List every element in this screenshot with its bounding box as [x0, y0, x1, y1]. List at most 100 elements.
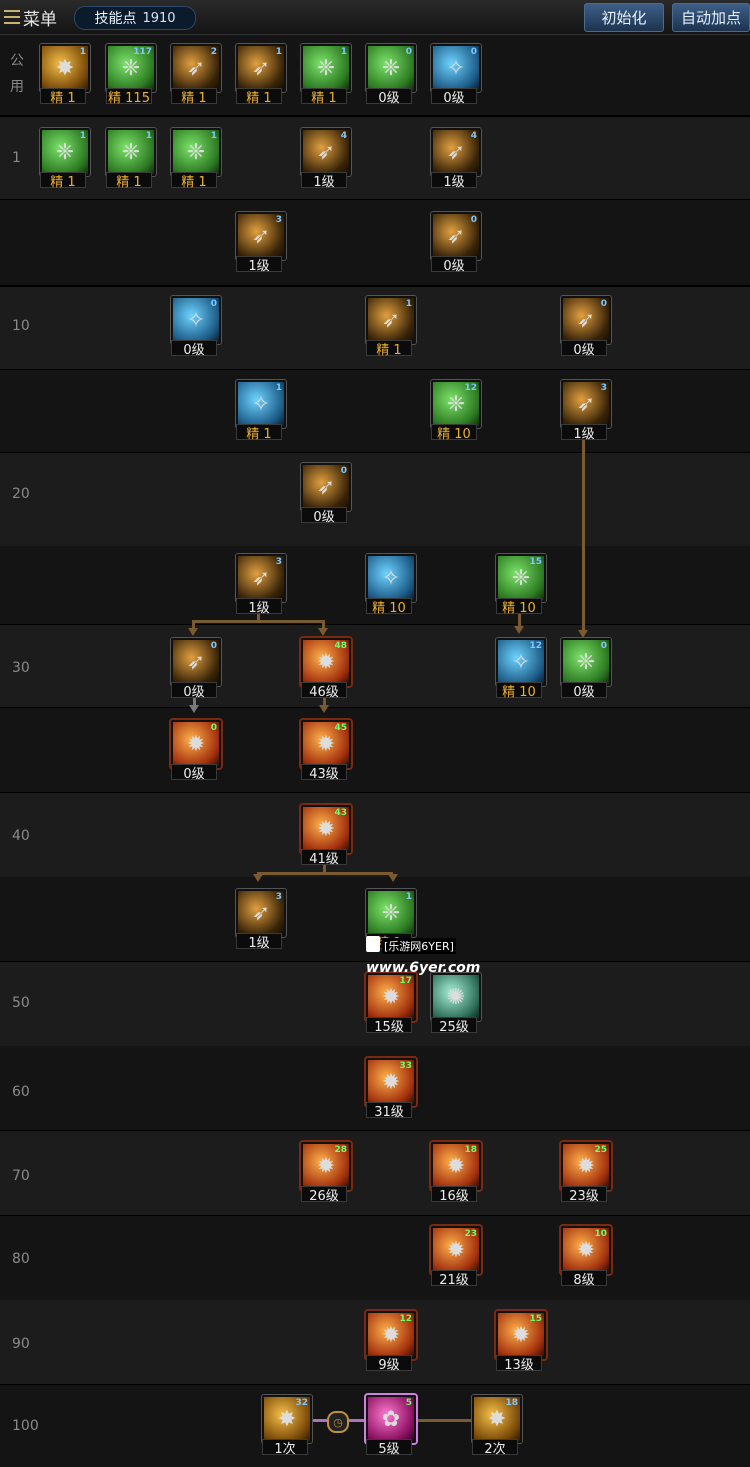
skill-icon[interactable]: ✧12 [496, 638, 546, 686]
skill-icon[interactable]: ➶4 [431, 128, 481, 176]
skill-icon[interactable]: ✧1 [236, 380, 286, 428]
skill-icon[interactable]: ✹10 [561, 1226, 611, 1274]
skill-icon[interactable]: ➶0 [301, 463, 351, 511]
skill-icon[interactable]: ➶1 [366, 296, 416, 344]
skill-icon[interactable]: ✺ [431, 973, 481, 1021]
skill-icon[interactable]: ➶3 [561, 380, 611, 428]
skill-icon[interactable]: ➶2 [171, 44, 221, 92]
skill-level-label: 15级 [366, 1017, 412, 1035]
skill-icon[interactable]: ❈0 [366, 44, 416, 92]
skill-icon[interactable]: ➶0 [561, 296, 611, 344]
skill-icon[interactable]: ❈1 [366, 889, 416, 937]
skill-icon[interactable]: ➶0 [171, 638, 221, 686]
skill-icon[interactable]: ✹45 [301, 720, 351, 768]
skill-icon[interactable]: ➶4 [301, 128, 351, 176]
skill-level-label: 0级 [561, 682, 607, 700]
skill-icon[interactable]: ✹28 [301, 1142, 351, 1190]
row-label-common: 公用 [10, 53, 24, 95]
skill-icon[interactable]: ✹23 [431, 1226, 481, 1274]
skill-icon[interactable]: ❈1 [40, 128, 90, 176]
skill-slot-s23[interactable]: ✧精 10 [366, 554, 416, 616]
skill-icon[interactable]: ✹43 [301, 805, 351, 853]
reset-button[interactable]: 初始化 [584, 3, 664, 32]
skill-icon[interactable]: ❈1 [301, 44, 351, 92]
skill-icon[interactable]: ✧0 [171, 296, 221, 344]
skill-icon[interactable]: ✧0 [431, 44, 481, 92]
skill-icon[interactable]: ❈15 [496, 554, 546, 602]
skill-icon[interactable]: ✹0 [171, 720, 221, 768]
skill-icon[interactable]: ✹33 [366, 1058, 416, 1106]
skill-icon[interactable]: ➶3 [236, 889, 286, 937]
skill-icon[interactable]: ✹18 [431, 1142, 481, 1190]
skill-icon[interactable]: ✹17 [366, 973, 416, 1021]
skill-icon[interactable]: ❈12 [431, 380, 481, 428]
skill-icon[interactable]: ✹15 [496, 1311, 546, 1359]
skill-icon[interactable]: ✹25 [561, 1142, 611, 1190]
skill-icon[interactable]: ➶3 [236, 212, 286, 260]
skill-glyph-icon: ✸ [55, 55, 75, 81]
skill-icon[interactable]: ➶0 [431, 212, 481, 260]
skill-icon[interactable]: ✸18 [472, 1395, 522, 1443]
skill-icon[interactable]: ❈0 [561, 638, 611, 686]
skill-icon[interactable]: ✹48 [301, 638, 351, 686]
skill-icon[interactable]: ✿5 [366, 1395, 416, 1443]
skill-icon[interactable]: ❈1 [171, 128, 221, 176]
skill-icon[interactable]: ❈1 [106, 128, 156, 176]
skill-icon[interactable]: ✸32 [262, 1395, 312, 1443]
skill-level-label: 精 115 [106, 88, 152, 106]
menu-button[interactable]: 菜单 [4, 4, 57, 30]
skill-icon[interactable]: ✹12 [366, 1311, 416, 1359]
skill-slot-s35[interactable]: ✺25级 [431, 973, 481, 1035]
skill-icon[interactable]: ✧ [366, 554, 416, 602]
skill-icon[interactable]: ❈117 [106, 44, 156, 92]
skill-glyph-icon: ✸ [277, 1406, 297, 1432]
auto-assign-button[interactable]: 自动加点 [672, 3, 750, 32]
skill-icon[interactable]: ✸1 [40, 44, 90, 92]
skill-icon[interactable]: ➶3 [236, 554, 286, 602]
skill-icon[interactable]: ➶1 [236, 44, 286, 92]
